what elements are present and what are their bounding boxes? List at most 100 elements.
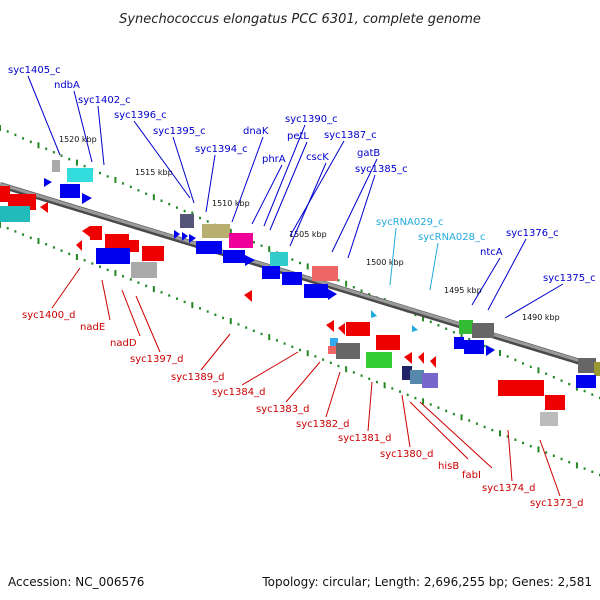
gene-box[interactable]	[464, 340, 484, 354]
gene-label-syc1375_c[interactable]: syc1375_c	[543, 273, 596, 284]
gene-box[interactable]	[376, 335, 400, 350]
gene-box[interactable]	[223, 250, 245, 263]
gene-arrow[interactable]	[76, 240, 82, 251]
tick-mark	[306, 350, 309, 357]
gene-label-syc1395_c[interactable]: syc1395_c	[153, 126, 206, 137]
gene-box[interactable]	[0, 206, 30, 222]
gene-box[interactable]	[96, 248, 130, 264]
gene-box[interactable]	[312, 266, 338, 281]
gene-box[interactable]	[402, 366, 412, 380]
gene-label-syc1400_d[interactable]: syc1400_d	[22, 310, 75, 321]
leader-line	[429, 242, 439, 291]
tick-mark	[522, 362, 525, 365]
gene-box[interactable]	[282, 272, 302, 285]
gene-label-syc1405_c[interactable]: syc1405_c	[8, 65, 61, 76]
gene-arrow[interactable]	[244, 290, 252, 302]
gene-box[interactable]	[105, 234, 129, 248]
gene-label-sycRNA028_c[interactable]: sycRNA028_c	[418, 232, 485, 243]
gene-box[interactable]	[330, 338, 338, 346]
tick-mark	[99, 265, 101, 268]
gene-label-nadD[interactable]: nadD	[110, 338, 137, 349]
tick-mark	[522, 441, 525, 445]
gene-label-syc1381_d[interactable]: syc1381_d	[338, 433, 391, 444]
gene-label-syc1397_d[interactable]: syc1397_d	[130, 354, 183, 365]
gene-box[interactable]	[454, 337, 464, 349]
gene-label-hisB[interactable]: hisB	[438, 461, 459, 472]
gene-arrow[interactable]	[82, 226, 90, 237]
gene-box[interactable]	[131, 262, 157, 278]
gene-box[interactable]	[304, 284, 328, 298]
gene-box[interactable]	[410, 370, 424, 384]
gene-label-gatB[interactable]: gatB	[357, 148, 380, 159]
gene-box[interactable]	[229, 233, 253, 248]
gene-box[interactable]	[328, 346, 338, 354]
gene-label-syc1402_c[interactable]: syc1402_c	[78, 95, 131, 106]
gene-box[interactable]	[180, 214, 194, 228]
gene-label-fabI[interactable]: fabI	[462, 470, 481, 481]
gene-box[interactable]	[578, 358, 596, 373]
gene-label-syc1384_d[interactable]: syc1384_d	[212, 387, 265, 398]
gene-box[interactable]	[270, 252, 288, 266]
gene-label-sycRNA029_c[interactable]: sycRNA029_c	[376, 217, 443, 228]
gene-arrow[interactable]	[328, 289, 337, 300]
gene-box[interactable]	[545, 395, 565, 410]
gene-label-syc1394_c[interactable]: syc1394_c	[195, 144, 248, 155]
gene-label-syc1396_c[interactable]: syc1396_c	[114, 110, 167, 121]
rna-arrow[interactable]	[371, 310, 377, 318]
gene-box[interactable]	[472, 323, 494, 338]
gene-box[interactable]	[52, 160, 60, 172]
gene-label-syc1387_c[interactable]: syc1387_c	[324, 130, 377, 141]
gene-box[interactable]	[594, 362, 600, 376]
gene-box[interactable]	[422, 373, 438, 388]
gene-arrow[interactable]	[418, 352, 424, 364]
gene-arrow[interactable]	[338, 323, 345, 335]
gene-box[interactable]	[459, 320, 473, 334]
gene-label-nadE[interactable]: nadE	[80, 322, 105, 333]
gene-label-ntcA[interactable]: ntcA	[480, 247, 503, 258]
gene-box[interactable]	[196, 241, 222, 254]
gene-box[interactable]	[90, 226, 102, 240]
gene-arrow[interactable]	[189, 234, 196, 243]
gene-box[interactable]	[336, 343, 360, 359]
gene-box[interactable]	[498, 380, 544, 396]
gene-box[interactable]	[262, 266, 280, 279]
gene-box[interactable]	[346, 322, 370, 336]
gene-label-syc1383_d[interactable]: syc1383_d	[256, 404, 309, 415]
gene-label-ndbA[interactable]: ndbA	[54, 80, 80, 91]
gene-label-syc1390_c[interactable]: syc1390_c	[285, 114, 338, 125]
gene-box[interactable]	[540, 412, 558, 426]
gene-arrow[interactable]	[245, 255, 255, 266]
gene-label-cscK[interactable]: cscK	[306, 152, 329, 163]
gene-box[interactable]	[67, 168, 93, 182]
gene-box[interactable]	[0, 186, 10, 202]
gene-box[interactable]	[202, 224, 230, 238]
gene-arrow[interactable]	[404, 352, 412, 364]
gene-label-syc1373_d[interactable]: syc1373_d	[530, 498, 583, 509]
gene-label-syc1389_d[interactable]: syc1389_d	[171, 372, 224, 383]
gene-arrow[interactable]	[430, 356, 436, 368]
gene-label-syc1376_c[interactable]: syc1376_c	[506, 228, 559, 239]
gene-label-petL[interactable]: petL	[287, 131, 309, 142]
gene-box[interactable]	[142, 246, 164, 261]
rna-arrow[interactable]	[412, 325, 418, 332]
gene-arrow[interactable]	[44, 178, 52, 187]
gene-box[interactable]	[576, 375, 596, 388]
tick-mark	[483, 425, 486, 429]
gene-arrow[interactable]	[326, 320, 334, 332]
lower-tick-track	[0, 222, 600, 477]
gene-label-syc1380_d[interactable]: syc1380_d	[380, 449, 433, 460]
gene-label-syc1385_c[interactable]: syc1385_c	[355, 164, 408, 175]
gene-box[interactable]	[60, 184, 80, 198]
gene-label-dnaK[interactable]: dnaK	[243, 126, 269, 137]
tick-mark	[22, 233, 25, 236]
gene-arrow[interactable]	[82, 193, 92, 204]
gene-label-syc1374_d[interactable]: syc1374_d	[482, 483, 535, 494]
gene-arrow[interactable]	[40, 202, 48, 213]
gene-label-syc1382_d[interactable]: syc1382_d	[296, 419, 349, 430]
gene-arrow[interactable]	[486, 345, 495, 356]
gene-box[interactable]	[366, 352, 392, 368]
leader-line	[289, 140, 345, 237]
gene-label-phrA[interactable]: phrA	[262, 154, 286, 165]
gene-arrow[interactable]	[174, 230, 180, 239]
gene-arrow[interactable]	[182, 232, 188, 241]
